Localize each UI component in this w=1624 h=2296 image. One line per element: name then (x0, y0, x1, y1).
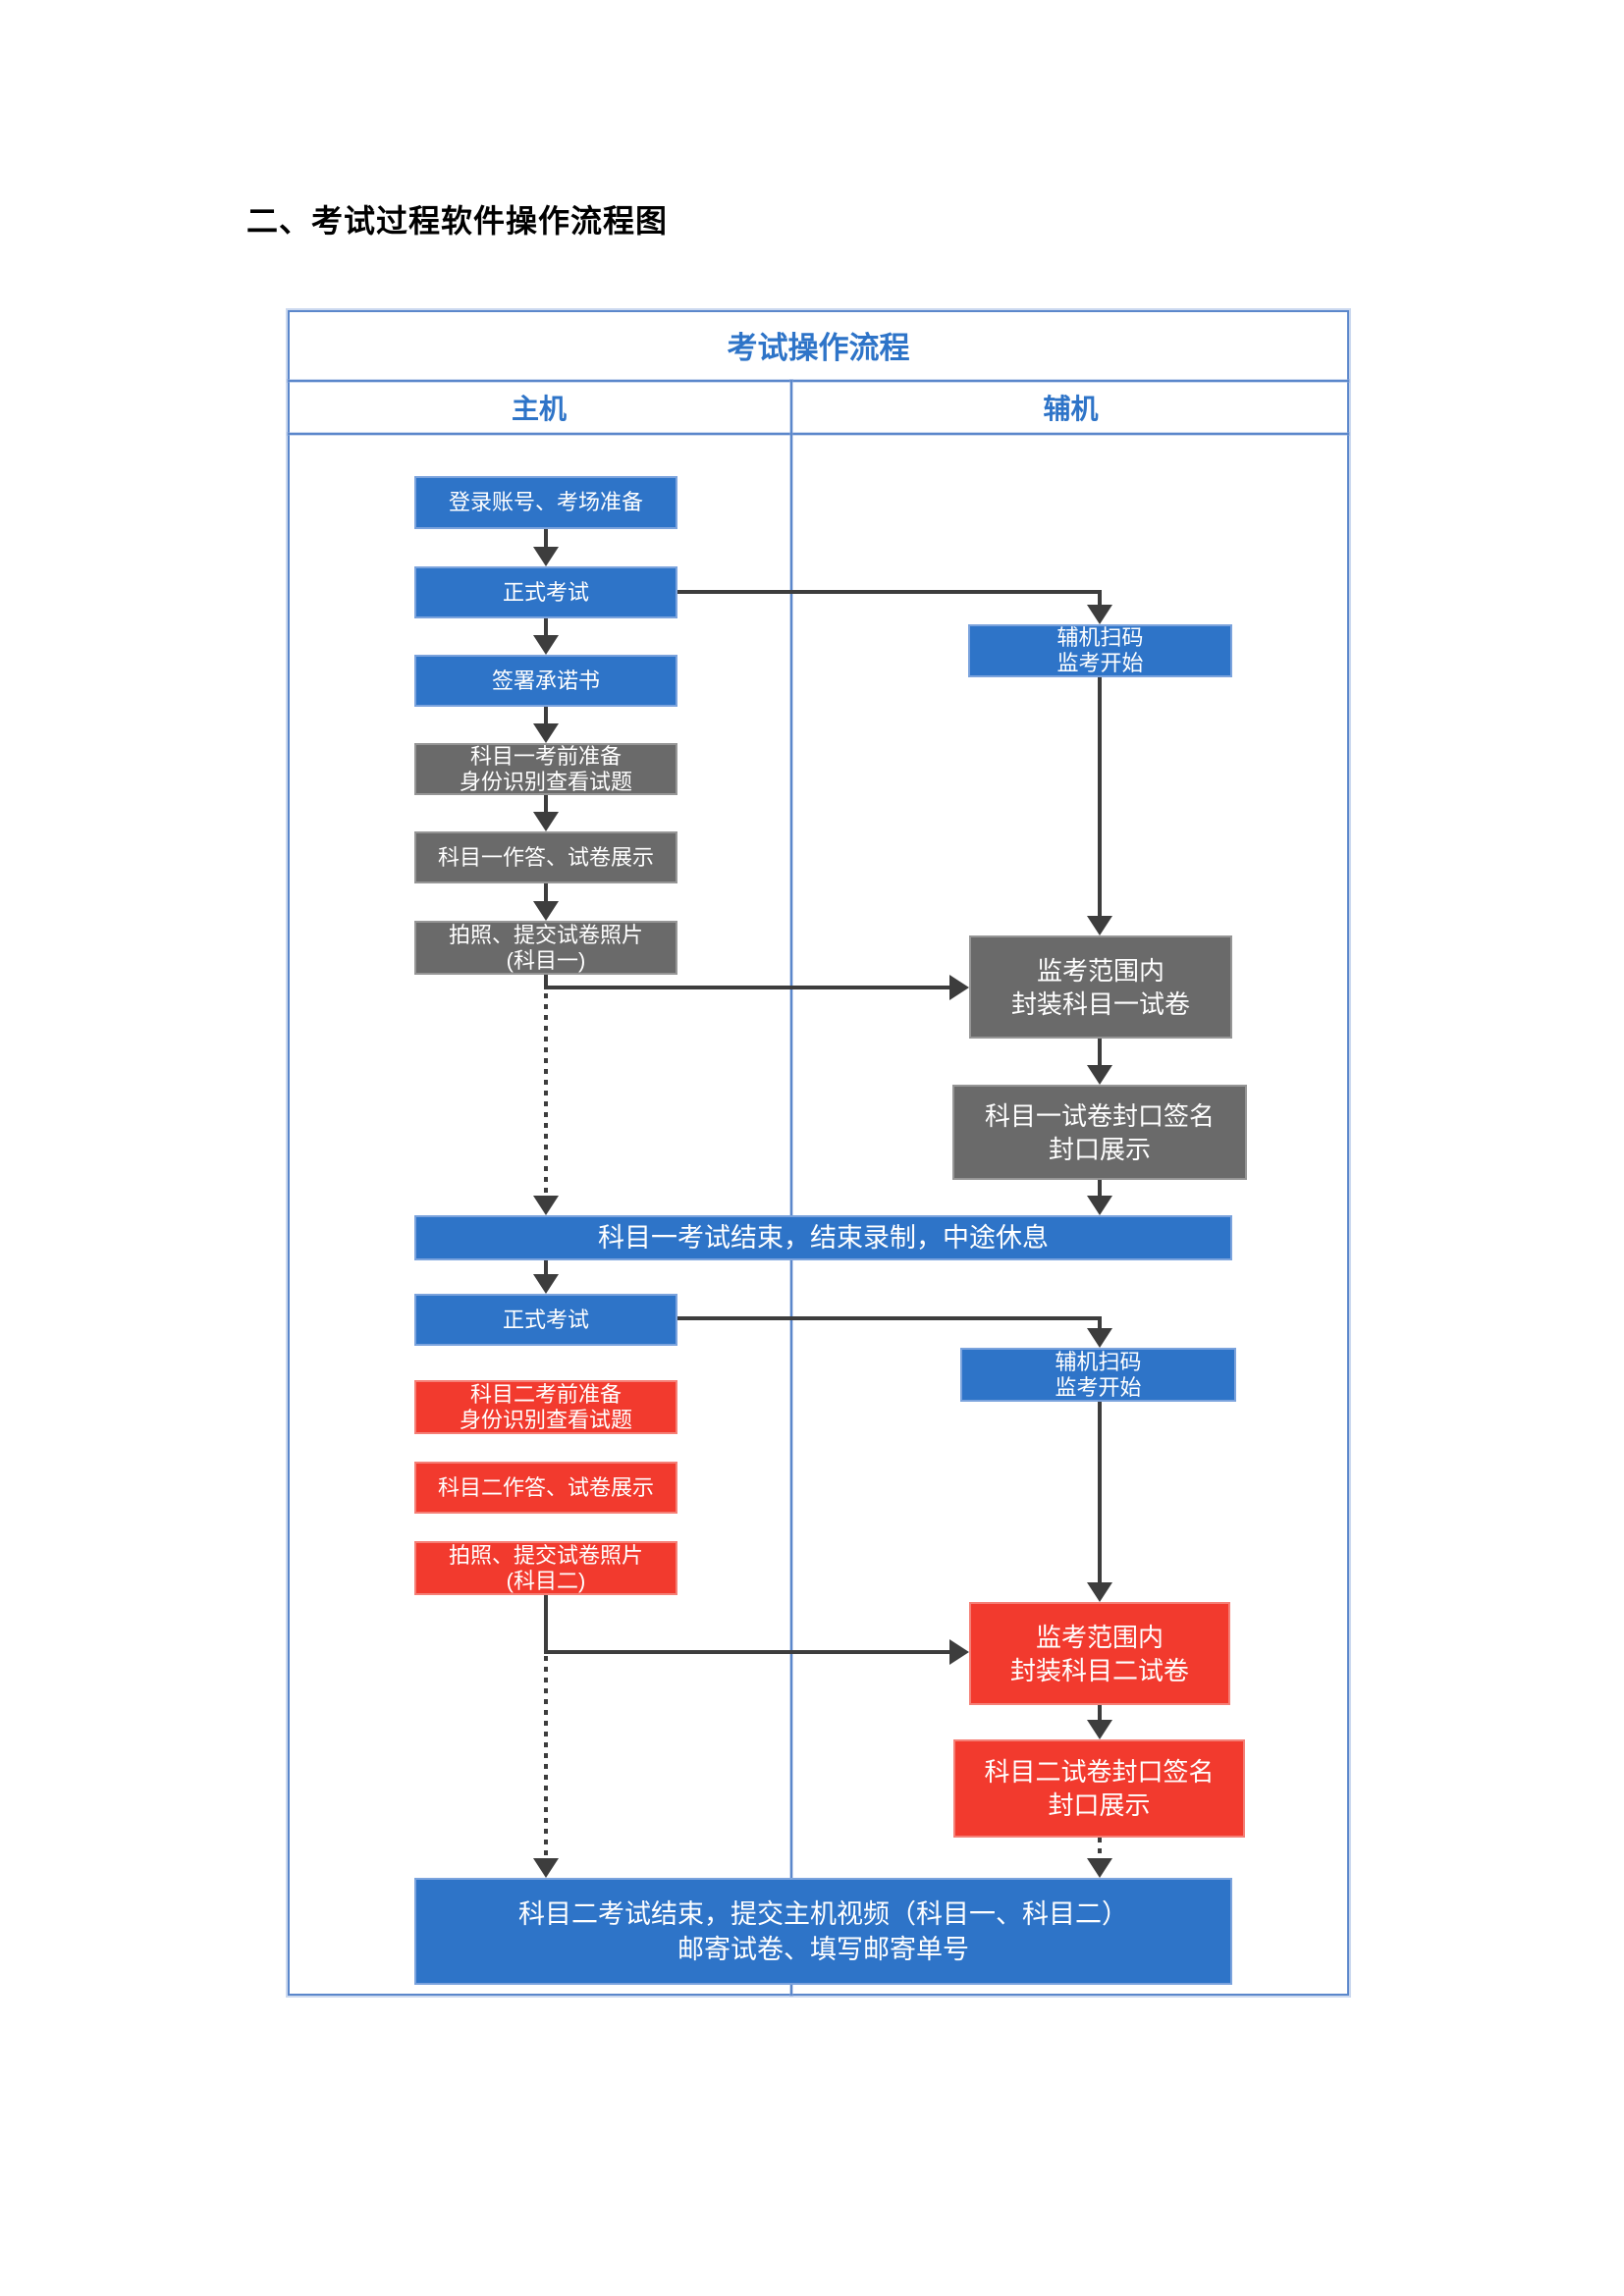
node-scan1: 辅机扫码 监考开始 (968, 624, 1232, 677)
node-answer1: 科目一作答、试卷展示 (414, 831, 677, 883)
node-final-line2: 邮寄试卷、填写邮寄单号 (677, 1934, 969, 1964)
connector-scan2-seal2-line (1098, 1402, 1102, 1584)
node-exam1-label: 正式考试 (502, 579, 589, 605)
node-exam2-label: 正式考试 (502, 1307, 589, 1332)
header-row-separator (288, 433, 1349, 435)
node-photo1: 拍照、提交试卷照片 (科目一) (414, 921, 677, 975)
node-scan2: 辅机扫码 监考开始 (960, 1348, 1236, 1402)
arrow-exam2-scan2-head (1087, 1328, 1112, 1348)
node-seal2: 监考范围内 封装科目二试卷 (969, 1602, 1230, 1705)
arrow-break1-exam2-head (533, 1274, 559, 1294)
node-prep2-line1: 科目二考前准备 (469, 1381, 622, 1407)
node-sign1-line1: 科目一试卷封口签名 (984, 1100, 1215, 1131)
node-sign2-line2: 封口展示 (1048, 1790, 1151, 1820)
arrow-seal1-sign1-head (1087, 1065, 1112, 1085)
arrow-answer1-photo1-head (533, 901, 559, 921)
arrow-prep1-answer1-head (533, 812, 559, 831)
connector-exam2-scan2-h (677, 1316, 1102, 1320)
node-scan2-line1: 辅机扫码 (1055, 1349, 1142, 1374)
arrow-exam1-scan1-head (1087, 605, 1112, 624)
node-break1-label: 科目一考试结束，结束录制，中途休息 (598, 1223, 1049, 1253)
arrow-photo2-seal2-head (949, 1639, 969, 1665)
connector-photo2-seal2-h (544, 1650, 949, 1654)
node-final: 科目二考试结束，提交主机视频（科目一、科目二） 邮寄试卷、填写邮寄单号 (414, 1878, 1232, 1985)
node-prep2-line2: 身份识别查看试题 (459, 1407, 632, 1432)
arrow-sign2-final-head (1087, 1858, 1112, 1878)
arrow-seal2-sign2-line (1098, 1705, 1102, 1722)
node-sign2-line1: 科目二试卷封口签名 (984, 1757, 1215, 1787)
arrow-seal2-sign2-head (1087, 1720, 1112, 1739)
dotted-sign2-final-line (1098, 1838, 1102, 1860)
connector-exam2-scan2-v (1098, 1316, 1102, 1330)
node-sign1: 科目一试卷封口签名 封口展示 (952, 1085, 1247, 1180)
node-seal1: 监考范围内 封装科目一试卷 (969, 935, 1232, 1039)
node-scan2-line2: 监考开始 (1055, 1374, 1142, 1400)
connector-photo2-seal2-v (544, 1595, 548, 1652)
connector-scan1-seal1-line (1098, 677, 1102, 918)
node-commitment-label: 签署承诺书 (491, 667, 600, 693)
arrow-photo1-seal1-head (949, 975, 969, 1000)
arrow-commitment-prep1-line (544, 707, 548, 725)
title-row-separator (288, 380, 1349, 382)
connector-photo1-seal1-v (544, 975, 548, 989)
column-header-aux: 辅机 (1043, 394, 1099, 424)
page-title: 二、考试过程软件操作流程图 (246, 203, 669, 239)
arrow-scan2-seal2-head (1087, 1582, 1112, 1602)
node-answer1-label: 科目一作答、试卷展示 (437, 844, 654, 870)
node-commitment: 签署承诺书 (414, 655, 677, 707)
node-break1: 科目一考试结束，结束录制，中途休息 (414, 1215, 1232, 1260)
arrow-seal1-sign1-line (1098, 1039, 1102, 1067)
arrow-break1-exam2-line (544, 1260, 548, 1276)
node-prep1-line2: 身份识别查看试题 (459, 769, 632, 794)
node-scan1-line1: 辅机扫码 (1056, 625, 1144, 650)
node-photo1-line2: (科目一) (506, 947, 586, 973)
dotted-photo2-final-line (544, 1656, 548, 1858)
node-prep1: 科目一考前准备 身份识别查看试题 (414, 743, 677, 795)
node-photo1-line1: 拍照、提交试卷照片 (448, 922, 643, 947)
node-answer2: 科目二作答、试卷展示 (414, 1462, 677, 1514)
connector-photo1-seal1-h (544, 986, 949, 989)
arrow-exam1-commitment-line (544, 618, 548, 637)
arrow-sign1-break1-head (1087, 1196, 1112, 1215)
node-seal1-line1: 监考范围内 (1036, 955, 1164, 986)
node-seal2-line1: 监考范围内 (1035, 1622, 1164, 1652)
node-login: 登录账号、考场准备 (414, 476, 677, 529)
node-seal1-line2: 封装科目一试卷 (1010, 988, 1190, 1019)
node-photo2-line2: (科目二) (506, 1568, 586, 1593)
node-login-label: 登录账号、考场准备 (448, 490, 643, 514)
flowchart-frame (288, 310, 1349, 1996)
column-header-main: 主机 (511, 394, 567, 424)
node-final-line1: 科目二考试结束，提交主机视频（科目一、科目二） (518, 1898, 1128, 1929)
column-divider (790, 380, 792, 1996)
arrow-login-exam1-head (533, 547, 559, 566)
arrow-photo1-break1-head (533, 1196, 559, 1215)
dotted-photo1-break1-line (544, 993, 548, 1196)
node-answer2-label: 科目二作答、试卷展示 (437, 1474, 654, 1500)
node-scan1-line2: 监考开始 (1056, 651, 1144, 675)
arrow-photo2-final-head (533, 1858, 559, 1878)
connector-exam1-scan1-h (677, 590, 1102, 594)
node-exam1: 正式考试 (414, 566, 677, 618)
arrow-login-exam1-line (544, 529, 548, 549)
flowchart-title: 考试操作流程 (727, 331, 910, 365)
arrow-exam1-commitment-head (533, 635, 559, 655)
node-sign1-line2: 封口展示 (1048, 1134, 1151, 1164)
node-exam2: 正式考试 (414, 1294, 677, 1346)
node-photo2: 拍照、提交试卷照片 (科目二) (414, 1541, 677, 1595)
node-prep1-line1: 科目一考前准备 (469, 743, 622, 769)
arrow-commitment-prep1-head (533, 723, 559, 743)
arrow-sign1-break1-line (1098, 1180, 1102, 1198)
arrow-scan1-seal1-head (1087, 916, 1112, 935)
connector-exam1-scan1-v (1098, 590, 1102, 607)
node-photo2-line1: 拍照、提交试卷照片 (448, 1542, 643, 1568)
arrow-prep1-answer1-line (544, 795, 548, 814)
node-prep2: 科目二考前准备 身份识别查看试题 (414, 1380, 677, 1434)
node-sign2: 科目二试卷封口签名 封口展示 (953, 1739, 1245, 1838)
node-seal2-line2: 封装科目二试卷 (1009, 1655, 1189, 1685)
arrow-answer1-photo1-line (544, 883, 548, 903)
